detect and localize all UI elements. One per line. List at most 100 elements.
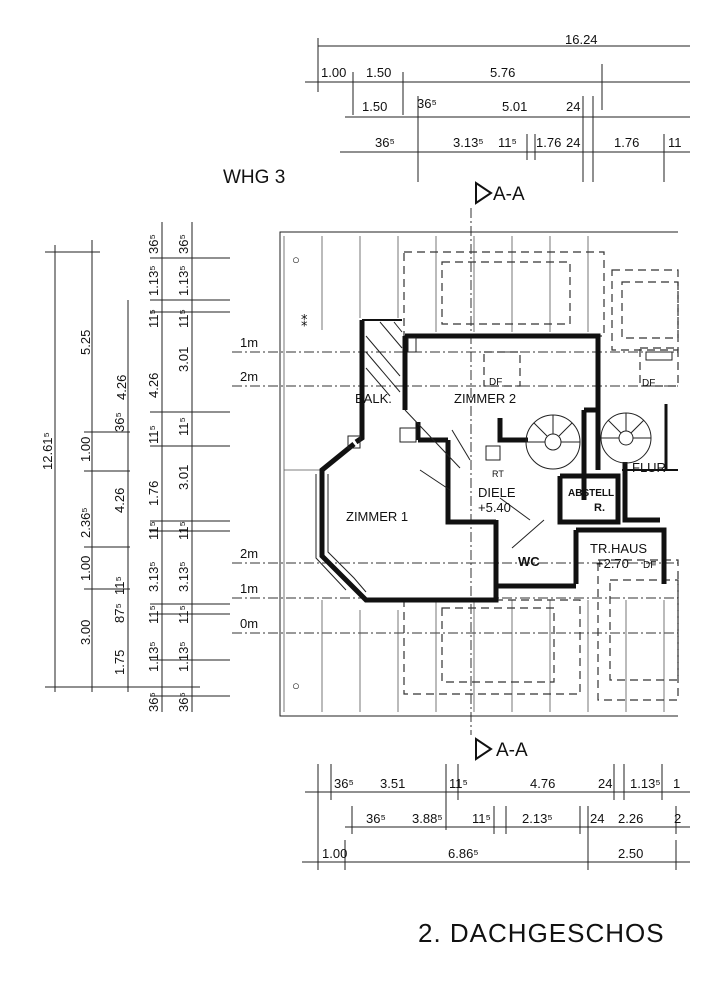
room-diele: DIELE [478,485,516,500]
dim-left-c4-1: 36⁵ [146,234,161,254]
room-wc: WC [518,554,540,569]
dim-left-total: 12.61⁵ [40,432,55,470]
svg-text:1m: 1m [240,335,258,350]
dim-top-r2-2: 1.50 [366,65,391,80]
dim-left-c4-10: 1.13⁵ [146,641,161,672]
top-dimension-chains: 16.24 1.00 1.50 5.76 1.50 36⁵ 5.01 24 36… [305,32,690,182]
dim-bot-r1-5: 24 [598,776,612,791]
bottom-dimension-chains: 36⁵ 3.51 11⁵ 4.76 24 1.13⁵ 1 36⁵ 3.88⁵ 1… [302,764,690,870]
svg-text:1m: 1m [240,581,258,596]
dim-top-r2-3: 5.76 [490,65,515,80]
dim-top-r3-2: 36⁵ [417,96,437,111]
spiral-stairs [525,412,652,470]
dim-left-c3-2: 36⁵ [112,412,127,432]
label-df-3: DF [643,560,656,571]
room-labels: BALK. ZIMMER 2 ZIMMER 1 DIELE +5.40 FLUR… [346,377,666,571]
dim-left-c5-11: 36⁵ [176,692,191,712]
dim-bot-r3-1: 1.00 [322,846,347,861]
dim-top-total: 16.24 [565,32,598,47]
dim-left-c5-3: 11⁵ [176,309,191,328]
dim-bot-r2-5: 24 [590,811,604,826]
dim-left-c5-10: 1.13⁵ [176,641,191,672]
dim-left-c2-5: 3.00 [78,620,93,645]
dim-bot-r1-7: 1 [673,776,680,791]
dim-top-r2-1: 1.00 [321,65,346,80]
svg-text:A-A: A-A [496,740,528,761]
dim-left-c2-4: 1.00 [78,556,93,581]
room-abstell: ABSTELL [568,488,614,499]
dim-top-r4-5: 24 [566,135,580,150]
balcony-hatch [365,321,461,469]
dim-left-c5-8: 3.13⁵ [176,561,191,592]
room-abstell-r: R. [594,502,605,514]
dim-left-c4-11: 36⁵ [146,692,161,712]
svg-text:A-A: A-A [493,184,525,205]
dim-top-r4-2: 3.13⁵ [453,135,484,150]
svg-text:○: ○ [292,678,300,693]
unit-label: WHG 3 [223,167,285,188]
dim-left-c3-5: 11⁵ [112,576,127,595]
svg-text:⁑: ⁑ [301,314,308,329]
left-dimension-chains: 12.61⁵ 5.25 1.00 2.36⁵ 1.00 3.00 1.75 4.… [40,222,230,712]
dim-left-c2-3: 2.36⁵ [78,507,93,538]
dim-left-c4-2: 1.13⁵ [146,265,161,296]
dim-left-c3-3: 4.26 [112,488,127,513]
dim-bot-r2-2: 3.88⁵ [412,811,443,826]
dim-top-r4-4: 1.76 [536,135,561,150]
walls [315,319,678,603]
svg-text:2m: 2m [240,369,258,384]
dim-bot-r1-3: 11⁵ [449,776,468,791]
dim-left-c2-2: 1.00 [78,437,93,462]
dim-top-r3-3: 5.01 [502,99,527,114]
dim-left-c5-7: 11⁵ [176,521,191,540]
dim-left-c3-4: 87⁵ [112,603,127,623]
dim-left-c4-3: 11⁵ [146,309,161,328]
dim-left-c4-5: 11⁵ [146,425,161,444]
dim-bot-r2-7: 2 [674,811,681,826]
fixtures [347,337,673,549]
section-mark-bottom: A-A [475,737,528,761]
dim-left-c5-4: 3.01 [176,347,191,372]
level-markers: 1m 2m 2m 1m 0m [232,335,678,634]
svg-text:2m: 2m [240,546,258,561]
dim-top-r3-4: 24 [566,99,580,114]
dim-top-r4-3: 11⁵ [498,135,517,150]
room-flur: FLUR [632,460,666,475]
dim-bot-r2-1: 36⁵ [366,811,386,826]
dim-bot-r2-3: 11⁵ [472,811,491,826]
dormers [403,251,679,701]
label-rt: RT [492,469,504,479]
room-zimmer-2: ZIMMER 2 [454,391,516,406]
room-treppenhaus: TR.HAUS [590,541,647,556]
dim-bot-r2-4: 2.13⁵ [522,811,553,826]
svg-text:○: ○ [292,252,300,267]
dim-bot-r3-2: 6.86⁵ [448,846,479,861]
svg-text:0m: 0m [240,616,258,631]
room-zimmer-1: ZIMMER 1 [346,509,408,524]
dim-left-c5-6: 3.01 [176,465,191,490]
dim-bot-r1-2: 3.51 [380,776,405,791]
dim-top-r4-1: 36⁵ [375,135,395,150]
dim-bot-r1-1: 36⁵ [334,776,354,791]
dim-bot-r1-6: 1.13⁵ [630,776,661,791]
dim-left-c5-5: 11⁵ [176,417,191,436]
drawing-title: 2. DACHGESCHOS [418,918,665,948]
dim-left-c4-4: 4.26 [146,373,161,398]
section-mark-top: A-A [475,181,525,205]
dim-left-c5-2: 1.13⁵ [176,265,191,296]
dim-top-r4-6: 1.76 [614,135,639,150]
dim-left-c5-1: 36⁵ [176,234,191,254]
dim-top-r3-1: 1.50 [362,99,387,114]
dim-left-c3-1: 4.26 [114,375,129,400]
label-df-2: DF [642,378,655,389]
label-df-1: DF [489,377,502,388]
room-diele-level: +5.40 [478,500,511,515]
room-balkon: BALK. [355,391,392,406]
dim-left-c2-1: 5.25 [78,330,93,355]
dim-left-c4-7: 11⁵ [146,521,161,540]
room-treppenhaus-level: +2.70 [596,556,629,571]
dim-left-c5-9: 11⁵ [176,605,191,624]
dim-bot-r1-4: 4.76 [530,776,555,791]
dim-left-c4-8: 3.13⁵ [146,561,161,592]
